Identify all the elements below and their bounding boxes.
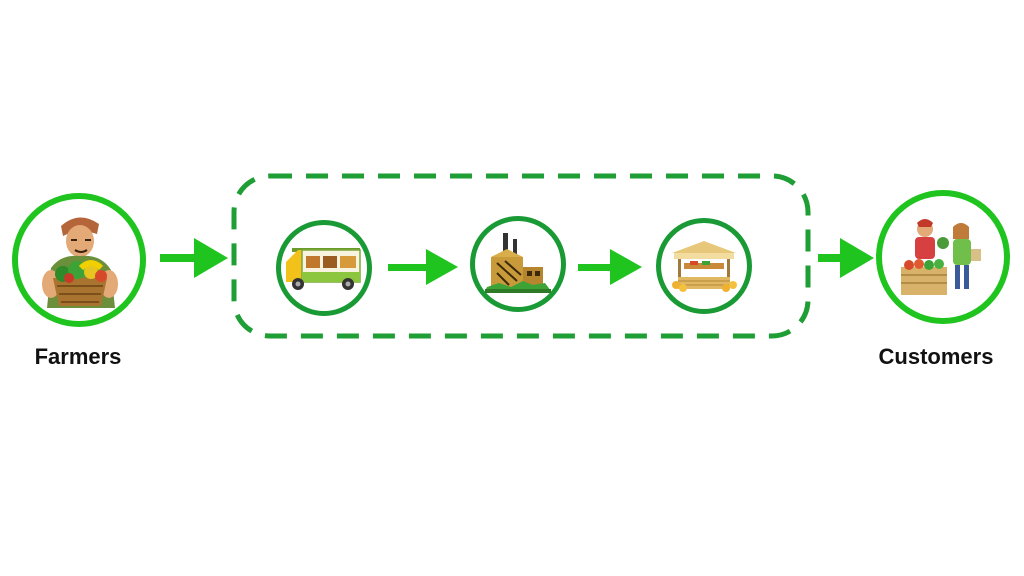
- market-node: [656, 218, 752, 314]
- intermediaries-dashed-box: [231, 173, 811, 339]
- processing-node: [470, 216, 566, 312]
- arrow-transport-to-processing: [388, 249, 458, 285]
- arrow-farmers-to-intermediaries: [160, 238, 228, 278]
- customers-shopping-icon: [901, 219, 981, 295]
- customers-node: [876, 190, 1010, 324]
- arrow-processing-to-market: [578, 249, 642, 285]
- farmers-node: [12, 193, 146, 327]
- transport-node: [276, 220, 372, 316]
- farmers-label: Farmers: [34, 344, 122, 369]
- market-stall-icon: [672, 241, 737, 292]
- arrow-intermediaries-to-customers: [818, 238, 874, 278]
- delivery-vehicle-icon: [286, 248, 361, 290]
- farmer-with-fruit-basket-icon: [42, 217, 118, 308]
- processing-factory-icon: [485, 233, 551, 293]
- customers-label: Customers: [878, 344, 994, 369]
